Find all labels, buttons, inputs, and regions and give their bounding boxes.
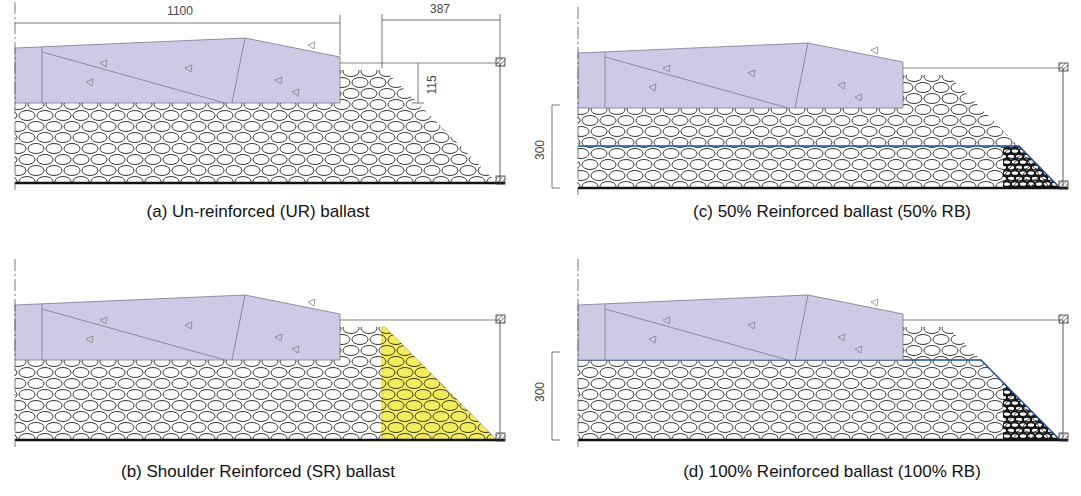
fixed-support: [1059, 181, 1068, 189]
concrete-symbol: [871, 299, 878, 306]
concrete-symbol: [86, 79, 93, 86]
fixed-support: [1059, 315, 1068, 323]
boundary-line: [500, 320, 501, 440]
ballast-section: [563, 7, 1073, 195]
sleeper-edge: [605, 304, 606, 360]
dimension-line: [340, 15, 341, 55]
dimension-line: [382, 20, 500, 21]
sleeper-edge: [42, 309, 225, 360]
concrete-symbol: [100, 60, 107, 67]
sleeper-edge: [232, 295, 245, 360]
sleeper-edge: [42, 304, 43, 360]
dimension-label: 300: [534, 380, 547, 404]
dimension-line: [412, 103, 424, 104]
center-line: [578, 259, 579, 447]
boundary-line: [500, 63, 501, 183]
sleeper-edge: [605, 52, 606, 108]
concrete-symbol: [748, 322, 755, 329]
dimension-line: [418, 63, 419, 103]
panel-caption: (b) Shoulder Reinforced (SR) ballast: [121, 463, 395, 482]
dimension-label: 300: [534, 138, 547, 162]
concrete-symbol: [838, 334, 845, 341]
panel-caption: (d) 100% Reinforced ballast (100% RB): [683, 463, 981, 482]
ballast-section: [0, 2, 510, 190]
base-line: [15, 182, 505, 185]
fixed-support: [1059, 433, 1068, 441]
fixed-support: [496, 315, 505, 323]
concrete-symbol: [308, 42, 315, 49]
boundary-line: [903, 68, 1063, 69]
boundary-line: [340, 63, 500, 64]
concrete-symbol: [275, 334, 282, 341]
sleeper: [578, 43, 903, 108]
concrete-symbol: [100, 317, 107, 324]
base-line: [578, 187, 1068, 190]
concrete-symbol: [275, 77, 282, 84]
concrete-symbol: [86, 336, 93, 343]
dimension-line: [552, 105, 560, 188]
concrete-symbol: [855, 94, 862, 101]
concrete-symbol: [308, 299, 315, 306]
dimension-line: [500, 14, 501, 60]
sleeper-edge: [795, 295, 808, 360]
sleeper: [15, 295, 340, 360]
concrete-symbol: [649, 84, 656, 91]
concrete-symbol: [855, 346, 862, 353]
ballast-section: [563, 259, 1073, 447]
ballast-section: [0, 259, 510, 447]
dimension-bracket: [552, 105, 560, 188]
dimension-label: 115: [426, 73, 439, 96]
reinforced-ballast: [1003, 65, 1073, 195]
sleeper: [15, 38, 340, 103]
dimension-line: [15, 23, 340, 24]
dimension-line: [552, 352, 560, 440]
concrete-symbol: [185, 322, 192, 329]
sleeper-edge: [42, 47, 43, 103]
concrete-symbol: [292, 89, 299, 96]
sleeper-edge: [605, 57, 788, 108]
concrete-symbol: [663, 317, 670, 324]
sleeper-edge: [232, 38, 245, 103]
base-line: [578, 439, 1068, 442]
dimension-bracket: [552, 352, 560, 440]
reinforced-ballast: [1003, 317, 1073, 447]
geogrid-line: [578, 360, 1060, 440]
boundary-line: [903, 320, 1063, 321]
center-line: [15, 259, 16, 447]
reinforced-ballast: [1003, 317, 1073, 447]
sleeper: [578, 295, 903, 360]
reinforced-ballast: [1003, 65, 1073, 195]
fixed-support: [1059, 63, 1068, 71]
fixed-support: [496, 58, 505, 66]
sleeper-edge: [42, 52, 225, 103]
concrete-symbol: [748, 70, 755, 77]
base-line: [15, 439, 505, 442]
concrete-symbol: [663, 65, 670, 72]
panel-caption: (a) Un-reinforced (UR) ballast: [147, 203, 370, 222]
concrete-symbol: [185, 65, 192, 72]
panel-caption: (c) 50% Reinforced ballast (50% RB): [693, 203, 971, 222]
fixed-support: [496, 176, 505, 184]
concrete-symbol: [649, 336, 656, 343]
dimension-label: 387: [428, 3, 452, 16]
concrete-symbol: [838, 82, 845, 89]
boundary-line: [1063, 320, 1064, 440]
boundary-line: [1063, 68, 1064, 188]
geogrid-line: [578, 146, 1060, 188]
fixed-support: [496, 433, 505, 441]
center-line: [15, 2, 16, 190]
sleeper-edge: [605, 309, 788, 360]
boundary-line: [340, 320, 500, 321]
concrete-symbol: [292, 346, 299, 353]
dimension-line: [382, 14, 383, 68]
dimension-label: 1100: [165, 5, 195, 18]
center-line: [578, 7, 579, 195]
sleeper-edge: [795, 43, 808, 108]
concrete-symbol: [871, 47, 878, 54]
